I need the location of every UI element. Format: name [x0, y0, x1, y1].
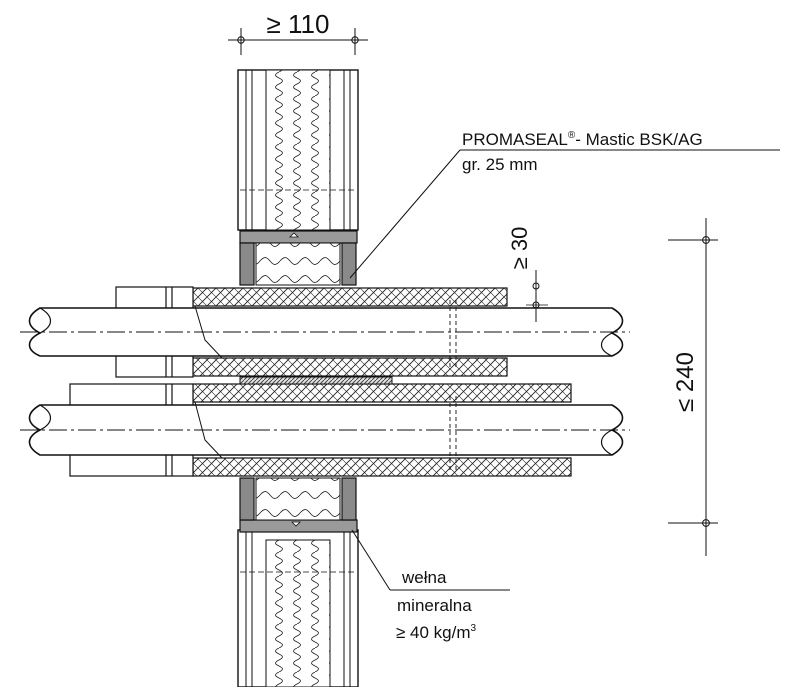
- pipe-lower: [20, 401, 630, 459]
- dimension-wall-thickness: ≥ 110: [228, 9, 368, 55]
- wool-line2: mineralna: [397, 596, 472, 615]
- sealant-label: PROMASEAL®- Mastic BSK/AG: [462, 130, 703, 149]
- opening-frame-top: [239, 230, 358, 286]
- hidden-lines: [449, 300, 457, 470]
- pipe-insulation: [192, 287, 572, 477]
- wool-density-value: ≥ 40 kg/m: [396, 623, 471, 642]
- opening-frame-bottom: [239, 477, 358, 533]
- sealant-thickness: gr. 25 mm: [462, 155, 538, 174]
- sealant-registered-mark: ®: [568, 130, 576, 141]
- wall-lower: [237, 529, 359, 687]
- sealant-product: - Mastic BSK/AG: [575, 130, 703, 149]
- leader-sealant: [349, 149, 780, 279]
- leader-wool: [351, 529, 510, 591]
- wool-density-exponent: 3: [471, 623, 477, 634]
- wool-density: ≥ 40 kg/m3: [396, 623, 477, 642]
- wall-thickness-value: ≥ 110: [267, 9, 330, 39]
- dimension-gap: ≥ 30: [507, 227, 548, 322]
- gap-value: ≥ 30: [507, 227, 532, 270]
- wool-line1: wełna: [401, 568, 447, 587]
- span-value: ≤ 240: [672, 352, 699, 412]
- sealant-name: PROMASEAL: [462, 130, 568, 149]
- pipe-upper: [20, 305, 630, 359]
- wall-upper: [237, 69, 359, 231]
- dimension-span: ≤ 240: [668, 218, 718, 556]
